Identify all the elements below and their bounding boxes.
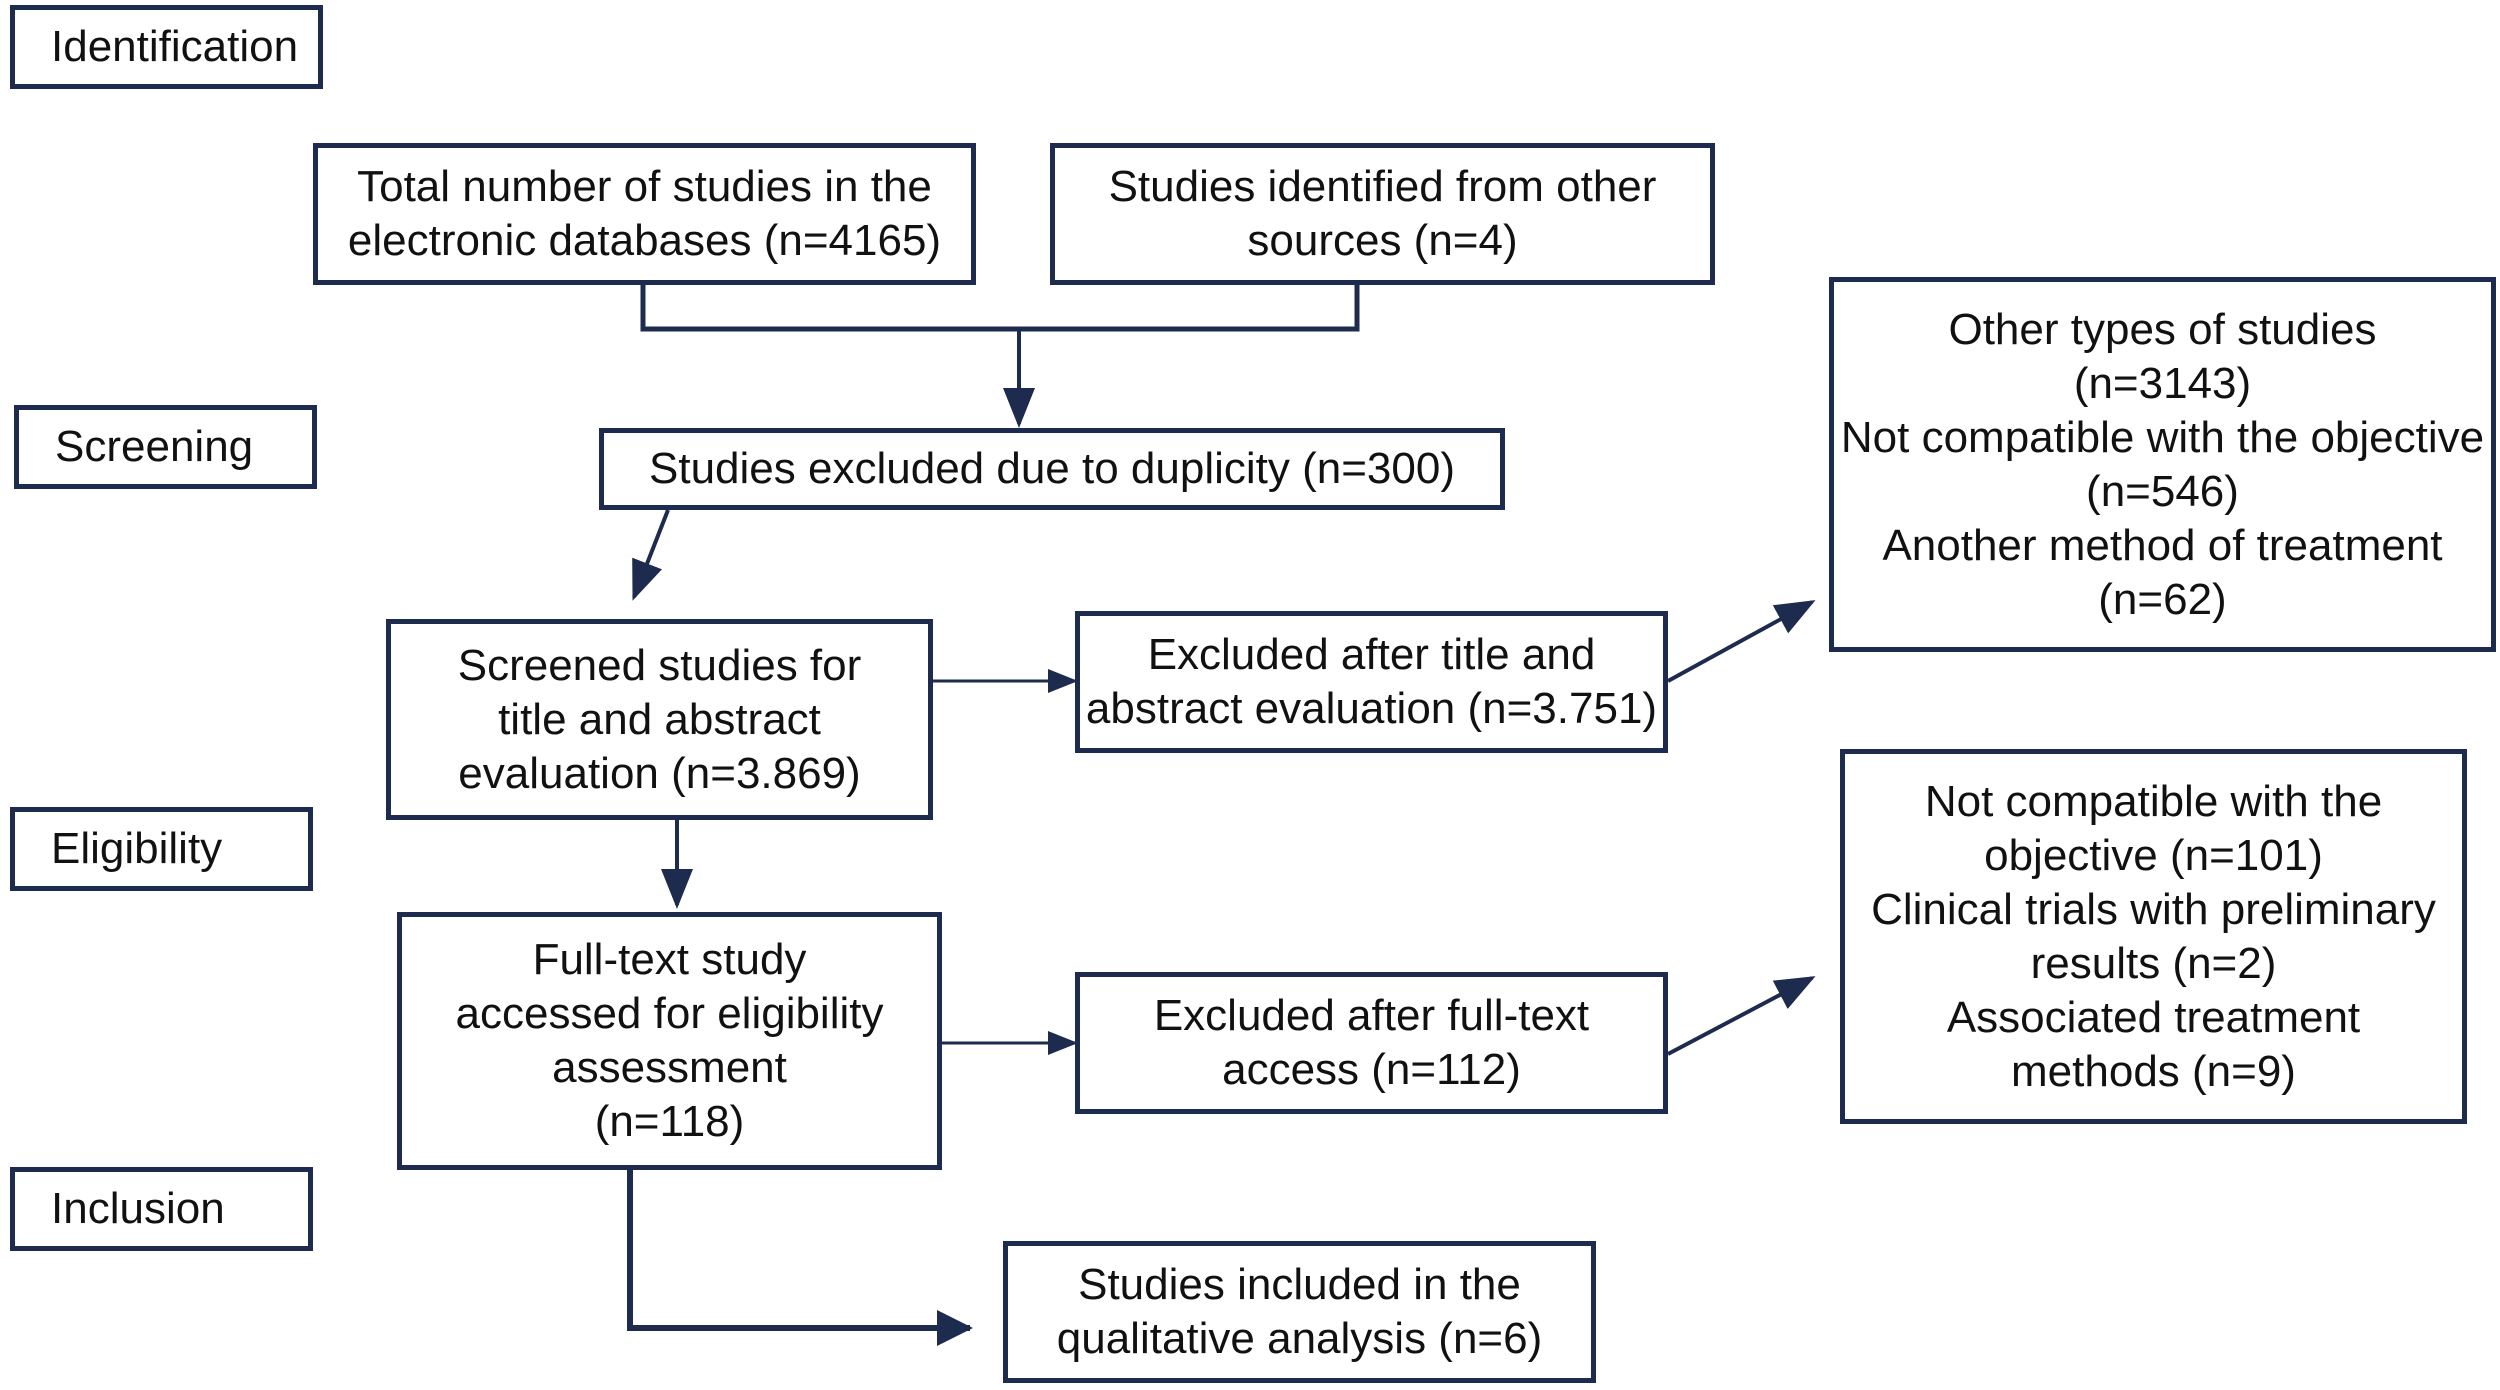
reasons-title-line-3: Not compatible with the objective (1840, 412, 2485, 462)
reasons-title-line-4: (n=546) (2086, 466, 2239, 516)
included-line-2: qualitative analysis (n=6) (1056, 1314, 1543, 1363)
merge-connector (640, 283, 1360, 332)
other-sources-line-1: Studies identified from other (1108, 162, 1657, 211)
reasons-title-line-1: Other types of studies (1948, 304, 2377, 354)
reasons-fulltext-line-6: methods (n=9) (2011, 1046, 2296, 1096)
stage-screening-label: Screening (55, 422, 254, 471)
excluded-title-line-1: Excluded after title and (1147, 630, 1596, 679)
reasons-fulltext-line-4: results (n=2) (2030, 938, 2277, 988)
reasons-fulltext-line-3: Clinical trials with preliminary (1871, 884, 2436, 934)
screened-box: Screened studies for title and abstract … (386, 619, 933, 820)
screened-line-1: Screened studies for (457, 640, 862, 690)
databases-line-2: electronic databases (n=4165) (347, 216, 942, 265)
reasons-title-box: Other types of studies (n=3143) Not comp… (1829, 277, 2496, 652)
stage-identification: Identification (10, 5, 323, 89)
excluded-to-reasons-arrow (1667, 600, 1816, 683)
duplicates-box: Studies excluded due to duplicity (n=300… (599, 428, 1505, 510)
duplicates-to-screened-arrow (632, 509, 670, 601)
reasons-title-line-5: Another method of treatment (1882, 520, 2443, 570)
databases-box: Total number of studies in the electroni… (313, 143, 976, 285)
reasons-title-line-2: (n=3143) (2073, 358, 2252, 408)
excluded-fulltext-line-2: access (n=112) (1222, 1045, 1521, 1094)
fulltext-line-3: assessment (552, 1043, 787, 1092)
included-line-1: Studies included in the (1078, 1260, 1521, 1309)
databases-line-1: Total number of studies in the (357, 162, 932, 211)
reasons-fulltext-line-1: Not compatible with the (1924, 776, 2383, 826)
other-sources-line-2: sources (n=4) (1247, 216, 1518, 265)
stage-inclusion: Inclusion (10, 1167, 313, 1251)
included-box: Studies included in the qualitative anal… (1003, 1241, 1596, 1383)
stage-identification-label: Identification (51, 22, 299, 71)
reasons-fulltext-box: Not compatible with the objective (n=101… (1840, 749, 2467, 1124)
excluded-fulltext-line-1: Excluded after full-text (1153, 991, 1590, 1040)
stage-eligibility-label: Eligibility (51, 824, 223, 873)
fulltext-line-4: (n=118) (594, 1097, 745, 1146)
stage-eligibility: Eligibility (10, 807, 313, 891)
excluded-title-box: Excluded after title and abstract evalua… (1075, 611, 1668, 753)
fulltext-box: Full-text study accessed for eligibility… (397, 912, 942, 1170)
stage-screening: Screening (14, 405, 317, 489)
screened-line-3: evaluation (n=3.869) (458, 748, 861, 798)
screened-line-2: title and abstract (498, 694, 821, 744)
fulltext-line-2: accessed for eligibility (455, 989, 884, 1038)
fulltext-line-1: Full-text study (532, 935, 807, 984)
excluded-fulltext-box: Excluded after full-text access (n=112) (1075, 972, 1668, 1114)
fulltext-to-included-arrow (627, 1170, 973, 1346)
reasons-fulltext-line-2: objective (n=101) (1984, 830, 2323, 880)
excluded-to-reasons-fulltext-arrow (1667, 976, 1816, 1056)
reasons-title-line-6: (n=62) (2098, 574, 2227, 624)
stage-inclusion-label: Inclusion (51, 1184, 225, 1233)
excluded-title-line-2: abstract evaluation (n=3.751) (1085, 684, 1658, 733)
reasons-fulltext-line-5: Associated treatment (1946, 992, 2361, 1042)
duplicates-line-1: Studies excluded due to duplicity (n=300… (649, 444, 1455, 493)
other-sources-box: Studies identified from other sources (n… (1050, 143, 1715, 285)
